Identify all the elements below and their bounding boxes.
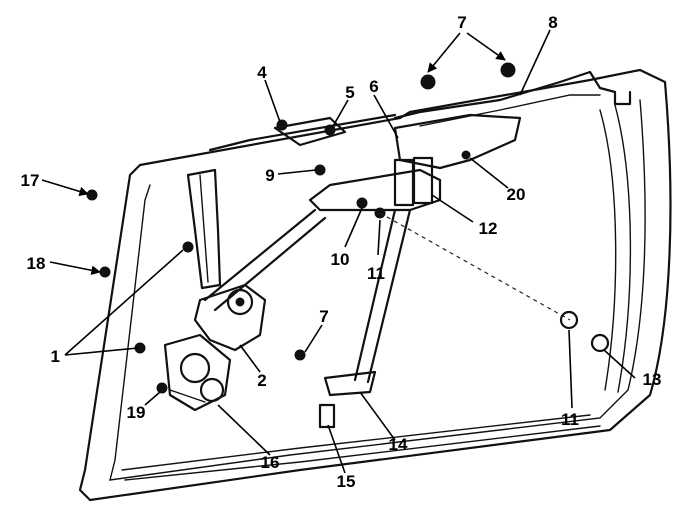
cable xyxy=(379,212,571,321)
callout-5: 5 xyxy=(345,83,354,102)
callout-10: 10 xyxy=(331,250,350,269)
callout-14: 14 xyxy=(389,435,408,454)
door-inner-panel xyxy=(78,68,672,502)
callout-2: 2 xyxy=(257,371,266,390)
upper-channel xyxy=(208,70,632,152)
callout-19: 19 xyxy=(127,403,146,422)
front-run-channel xyxy=(186,168,222,290)
callout-12: 12 xyxy=(479,219,498,238)
callout-11-upper: 11 xyxy=(367,264,385,283)
callout-labels: 1 2 4 5 6 7 8 9 10 11 11 12 13 14 15 16 … xyxy=(21,13,662,491)
callout-13: 13 xyxy=(643,370,662,389)
leader-lines xyxy=(41,29,636,474)
callout-6: 6 xyxy=(369,77,378,96)
callout-7-lower: 7 xyxy=(319,307,328,326)
callout-17: 17 xyxy=(21,171,40,190)
callout-15: 15 xyxy=(337,472,356,491)
callout-9: 9 xyxy=(265,166,274,185)
rear-channel-bracket xyxy=(308,113,522,219)
callout-20: 20 xyxy=(507,185,526,204)
callout-7-top: 7 xyxy=(457,13,466,32)
callout-1: 1 xyxy=(51,347,60,366)
regulator-sector xyxy=(163,283,267,412)
callout-8: 8 xyxy=(548,13,557,32)
callout-18: 18 xyxy=(27,254,46,273)
callout-4: 4 xyxy=(257,63,267,82)
callout-11-lower: 11 xyxy=(561,410,579,429)
fasteners xyxy=(86,62,610,429)
callout-16: 16 xyxy=(261,453,280,472)
lift-arm xyxy=(203,208,412,397)
